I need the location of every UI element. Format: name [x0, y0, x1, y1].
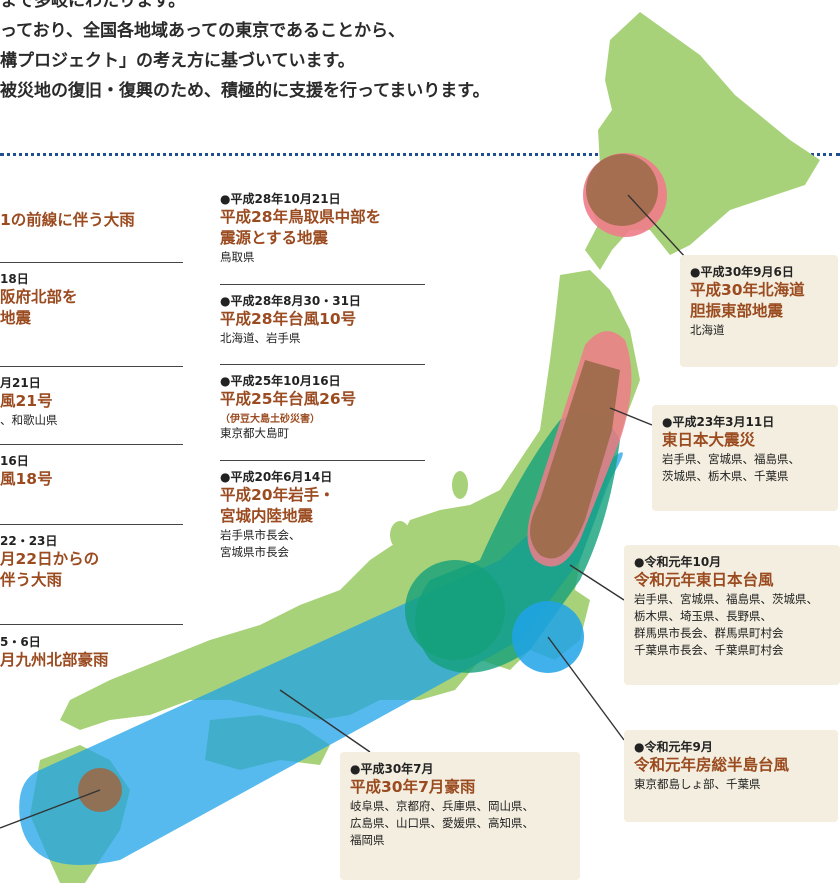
event-date: ●平成20年6月14日	[220, 470, 333, 484]
event-title: 地震	[0, 309, 32, 327]
event-date: ●平成28年10月21日	[220, 192, 341, 206]
box-july-2018-rain: ●平成30年7月 平成30年7月豪雨 岐阜県、京都府、兵庫県、岡山県、 広島県、…	[340, 752, 580, 880]
event-area: 岩手県市長会、	[220, 528, 301, 542]
event-date: ●令和元年10月	[634, 555, 722, 569]
event-title: 胆振東部地震	[690, 302, 784, 320]
event-title: 阪府北部を	[0, 288, 78, 306]
typhoon-zone-kanto	[405, 560, 505, 660]
event-date: 16日	[0, 454, 29, 468]
event-date: 5・6日	[0, 635, 41, 649]
event-left-4: 22・23日 月22日からの 伴う大雨	[0, 532, 99, 591]
separator	[220, 284, 425, 285]
event-title: 月22日からの	[0, 550, 100, 568]
event-area: 岩手県、宮城県、福島県、	[662, 452, 800, 466]
rain-zone-july-2018	[19, 452, 623, 865]
event-title: 東日本大震災	[662, 431, 756, 449]
event-area: 福岡県	[350, 833, 385, 847]
event-title: 令和元年東日本台風	[634, 571, 774, 589]
event-title: 風21号	[0, 392, 53, 410]
event-area: 東京都大島町	[220, 426, 289, 440]
event-area: 栃木県、埼玉県、長野県、	[634, 609, 772, 623]
event-left-0: 1の前線に伴う大雨	[0, 210, 135, 231]
event-title: 平成30年北海道	[690, 281, 805, 299]
separator	[220, 364, 425, 365]
intro-text: まで多岐にわたります。 っており、全国各地域あっての東京であることから、 構プロ…	[0, 0, 600, 106]
event-left-3: 16日 風18号	[0, 452, 53, 490]
event-date: 18日	[0, 272, 29, 286]
box-great-east-japan-quake: ●平成23年3月11日 東日本大震災 岩手県、宮城県、福島県、 茨城県、栃木県、…	[652, 405, 838, 511]
noto-peninsula	[390, 521, 410, 549]
leader-kyushu	[0, 789, 101, 829]
event-title: 平成25年台風26号	[220, 390, 357, 408]
event-date: ●平成23年3月11日	[662, 415, 775, 429]
sado-island	[452, 471, 468, 499]
separator	[0, 624, 183, 625]
separator	[0, 262, 183, 263]
leader-boso	[547, 636, 625, 741]
event-title: 平成20年岩手・	[220, 486, 335, 504]
event-title: 令和元年房総半島台風	[634, 756, 790, 774]
event-date: 22・23日	[0, 534, 58, 548]
event-date: ●平成30年7月	[350, 762, 434, 776]
event-area: 鳥取県	[220, 250, 255, 264]
event-iwate-miyagi: ●平成20年6月14日 平成20年岩手・ 宮城内陸地震 岩手県市長会、 宮城県市…	[220, 468, 335, 561]
disaster-zones	[19, 153, 667, 865]
intro-line: まで多岐にわたります。	[0, 0, 186, 11]
box-reiwa-east-japan-typhoon: ●令和元年10月 令和元年東日本台風 岩手県、宮城県、福島県、茨城県、 栃木県、…	[624, 545, 840, 685]
event-title: 宮城内陸地震	[220, 507, 314, 525]
event-typhoon-10: ●平成28年8月30・31日 平成28年台風10号 北海道、岩手県	[220, 292, 361, 347]
event-area: 茨城県、栃木県、千葉県	[662, 469, 789, 483]
event-area: 、和歌山県	[0, 413, 58, 427]
leader-tohoku	[609, 407, 653, 426]
event-title: 震源とする地震	[220, 229, 329, 247]
event-area: 北海道	[690, 323, 725, 337]
event-area: 広島県、山口県、愛媛県、高知県、	[350, 816, 534, 830]
leader-reiwa-typhoon	[569, 564, 625, 601]
event-date: ●令和元年9月	[634, 740, 713, 754]
intro-line: 構プロジェクト」の考え方に基づいています。	[0, 51, 355, 71]
event-typhoon-26: ●平成25年10月16日 平成25年台風26号 （伊豆大島土砂災害） 東京都大島…	[220, 372, 356, 442]
box-hokkaido-quake: ●平成30年9月6日 平成30年北海道 胆振東部地震 北海道	[680, 255, 838, 367]
intro-line: 被災地の復旧・復興のため、積極的に支援を行ってまいります。	[0, 81, 490, 101]
event-area: 岩手県、宮城県、福島県、茨城県、	[634, 592, 818, 606]
event-title: 1の前線に伴う大雨	[0, 211, 135, 229]
intro-line: っており、全国各地域あっての東京であることから、	[0, 21, 405, 41]
tohoku-overlap	[530, 360, 620, 559]
event-title: 風18号	[0, 470, 53, 488]
event-title: 平成28年鳥取県中部を	[220, 208, 382, 226]
event-date: ●平成30年9月6日	[690, 265, 794, 279]
leader-lines	[0, 194, 687, 829]
event-title: 月九州北部豪雨	[0, 651, 109, 669]
event-subtitle: （伊豆大島土砂災害）	[220, 414, 320, 425]
box-boso-typhoon: ●令和元年9月 令和元年房総半島台風 東京都島しょ部、千葉県	[624, 730, 838, 822]
event-tottori: ●平成28年10月21日 平成28年鳥取県中部を 震源とする地震 鳥取県	[220, 190, 381, 266]
dotted-divider	[0, 153, 840, 156]
event-left-5: 5・6日 月九州北部豪雨	[0, 633, 109, 671]
event-left-1: 18日 阪府北部を 地震	[0, 270, 78, 329]
event-area: 東京都島しょ部、千葉県	[634, 777, 761, 791]
event-date: 月21日	[0, 376, 41, 390]
event-date: ●平成28年8月30・31日	[220, 294, 361, 308]
event-title: 平成28年台風10号	[220, 310, 357, 328]
separator	[0, 366, 183, 367]
separator	[0, 444, 183, 445]
event-title: 平成30年7月豪雨	[350, 778, 476, 796]
event-area: 北海道、岩手県	[220, 331, 301, 345]
separator	[220, 460, 425, 461]
event-area: 岐阜県、京都府、兵庫県、岡山県、	[350, 799, 534, 813]
event-date: ●平成25年10月16日	[220, 374, 341, 388]
event-area: 宮城県市長会	[220, 545, 289, 559]
leader-hokkaido	[627, 194, 687, 259]
event-area: 千葉県市長会、千葉県町村会	[634, 643, 784, 657]
leader-july-rain	[279, 689, 371, 753]
event-left-2: 月21日 風21号 、和歌山県	[0, 374, 58, 429]
separator	[0, 524, 183, 525]
event-title: 伴う大雨	[0, 571, 63, 589]
event-area: 群馬県市長会、群馬県町村会	[634, 626, 784, 640]
